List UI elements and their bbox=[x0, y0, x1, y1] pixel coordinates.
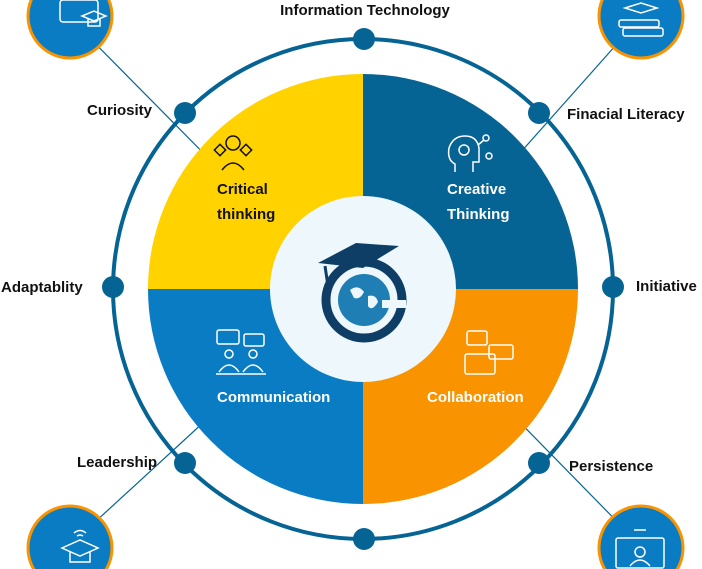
graduation-cap-globe-logo bbox=[318, 243, 407, 343]
chat-people-icon bbox=[216, 329, 266, 375]
label-information-technology: Information Technology bbox=[280, 2, 450, 19]
quadrant-label: Thinking bbox=[447, 206, 510, 223]
label-persistence: Persistence bbox=[569, 458, 653, 475]
video-lesson-icon bbox=[597, 504, 685, 569]
label-curiosity: Curiosity bbox=[87, 102, 153, 119]
label-leadership: Leadership bbox=[77, 454, 157, 471]
label-initiative: Initiative bbox=[636, 278, 697, 295]
backpack-cap-icon bbox=[26, 0, 114, 60]
quadrant-label: thinking bbox=[217, 206, 275, 223]
gear-head-icon bbox=[447, 134, 493, 172]
label-adaptability: Adaptablity bbox=[1, 279, 83, 296]
quadrant-label: Critical bbox=[217, 181, 268, 198]
ring-dots bbox=[102, 28, 624, 550]
books-cap-icon bbox=[597, 0, 685, 60]
quadrant-label: Creative bbox=[447, 181, 506, 198]
thinking-person-icon bbox=[213, 135, 253, 171]
label-financial-literacy: Finacial Literacy bbox=[567, 106, 685, 123]
speech-bubbles-icon bbox=[464, 330, 514, 375]
quadrant-label: Collaboration bbox=[427, 389, 524, 406]
online-cap-icon bbox=[26, 504, 114, 569]
quadrant-label: Communication bbox=[217, 389, 330, 406]
